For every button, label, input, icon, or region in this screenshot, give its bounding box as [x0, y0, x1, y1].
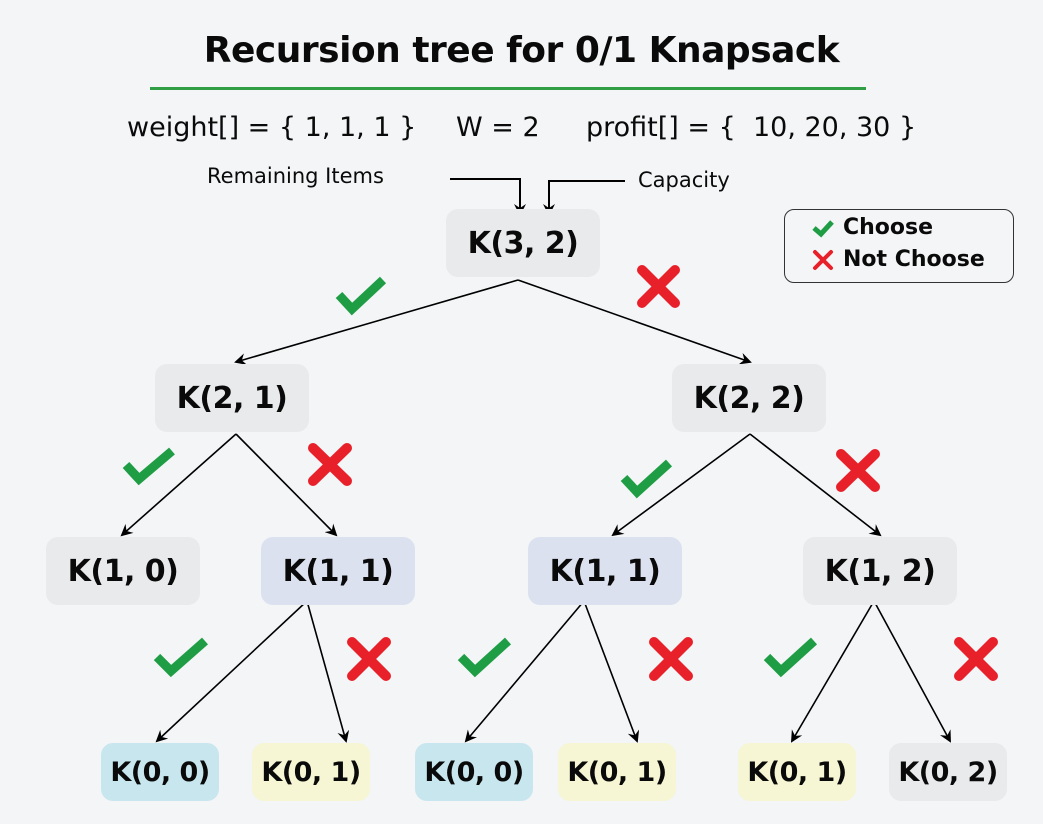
edge-l2b-left [155, 600, 308, 743]
edge-root-right [517, 279, 752, 365]
tree-node: K(2, 1) [155, 364, 309, 432]
capacity-label: Capacity [638, 168, 730, 192]
capacity-value: W = 2 [456, 112, 540, 143]
not-choose-cross-icon [347, 637, 391, 681]
tree-node: K(1, 2) [803, 537, 957, 605]
cross-icon [813, 249, 833, 270]
legend-choose: Choose [811, 215, 933, 240]
remaining-items-arrow [450, 178, 526, 216]
remaining-items-label: Remaining Items [207, 164, 384, 188]
edge-l1b-right [749, 433, 882, 537]
edge-l2c-left [464, 600, 585, 743]
weight-array: weight[] = { 1, 1, 1 } [127, 112, 417, 143]
edge-root-left [234, 279, 519, 365]
tree-node: K(0, 0) [415, 743, 533, 801]
choose-check-icon [122, 447, 175, 486]
edge-l1a-left [120, 433, 237, 537]
edge-l2b-right [306, 600, 350, 743]
not-choose-cross-icon [649, 637, 693, 681]
tree-node: K(1, 0) [46, 537, 200, 605]
edge-l2d-left [790, 600, 875, 743]
not-choose-cross-icon [637, 265, 680, 308]
choose-check-icon [457, 637, 512, 678]
tree-node: K(0, 1) [252, 743, 370, 801]
diagram-title: Recursion tree for 0/1 Knapsack [203, 30, 840, 71]
choose-check-icon [335, 276, 387, 316]
tree-node-root: K(3, 2) [446, 209, 600, 277]
tree-node: K(0, 1) [558, 743, 676, 801]
legend-choose-label: Choose [843, 215, 934, 240]
tree-node: K(1, 1) [261, 537, 415, 605]
choose-check-icon [153, 637, 208, 678]
legend: Choose Not Choose [784, 209, 1014, 283]
edge-l2d-right [873, 600, 951, 743]
legend-not-choose: Not Choose [811, 247, 985, 272]
tree-node: K(0, 0) [101, 743, 219, 801]
check-icon [812, 219, 834, 237]
edge-l1b-left [611, 433, 751, 537]
choose-check-icon [763, 637, 818, 678]
not-choose-cross-icon [836, 449, 880, 492]
title-underline [150, 87, 866, 90]
tree-node: K(0, 2) [889, 743, 1007, 801]
not-choose-cross-icon [308, 443, 352, 486]
tree-node: K(2, 2) [672, 364, 826, 432]
profit-array: profit[] = { 10, 20, 30 } [586, 112, 917, 143]
capacity-arrow [543, 180, 625, 216]
choose-check-icon [620, 459, 673, 499]
tree-node: K(1, 1) [528, 537, 682, 605]
legend-not-choose-label: Not Choose [843, 247, 985, 272]
edge-l2c-right [583, 600, 640, 743]
edge-l1a-right [235, 433, 338, 537]
not-choose-cross-icon [954, 637, 998, 681]
tree-node: K(0, 1) [738, 743, 856, 801]
